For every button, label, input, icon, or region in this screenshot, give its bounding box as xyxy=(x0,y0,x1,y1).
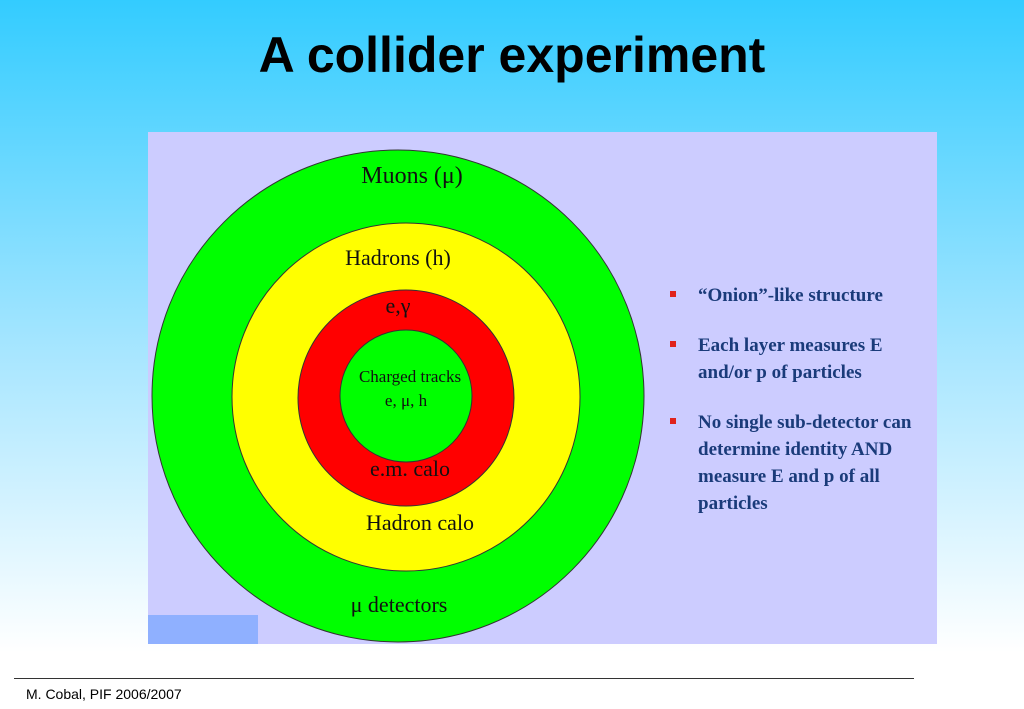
bullet-square-icon xyxy=(670,341,676,347)
label-mu-detectors: μ detectors xyxy=(351,592,448,617)
onion-diagram: Muons (μ) Hadrons (h) e,γ Charged tracks… xyxy=(151,149,645,643)
slide-title: A collider experiment xyxy=(258,27,766,83)
bullet-item: No single sub-detector can determine ide… xyxy=(668,409,928,517)
label-hadrons: Hadrons (h) xyxy=(345,245,451,270)
label-tracks-particles: e, μ, h xyxy=(385,391,428,410)
bullet-square-icon xyxy=(670,291,676,297)
bullet-text: Each layer measures E and/or p of partic… xyxy=(698,335,883,383)
label-muons: Muons (μ) xyxy=(361,163,463,189)
panel-corner-block xyxy=(148,615,258,644)
bullet-text: “Onion”-like structure xyxy=(698,285,883,306)
bullet-list: “Onion”-like structure Each layer measur… xyxy=(668,282,928,540)
label-hadron-calo: Hadron calo xyxy=(366,510,474,535)
label-charged-tracks: Charged tracks xyxy=(359,367,461,386)
label-e-gamma: e,γ xyxy=(386,293,411,318)
bullet-text: No single sub-detector can determine ide… xyxy=(698,412,912,514)
bullet-square-icon xyxy=(670,418,676,424)
label-em-calo: e.m. calo xyxy=(370,456,450,481)
bullet-item: “Onion”-like structure xyxy=(668,282,928,309)
bullet-item: Each layer measures E and/or p of partic… xyxy=(668,332,928,386)
tracker-layer xyxy=(339,329,473,463)
footer-credit: M. Cobal, PIF 2006/2007 xyxy=(26,686,182,702)
footer-divider xyxy=(14,678,914,679)
